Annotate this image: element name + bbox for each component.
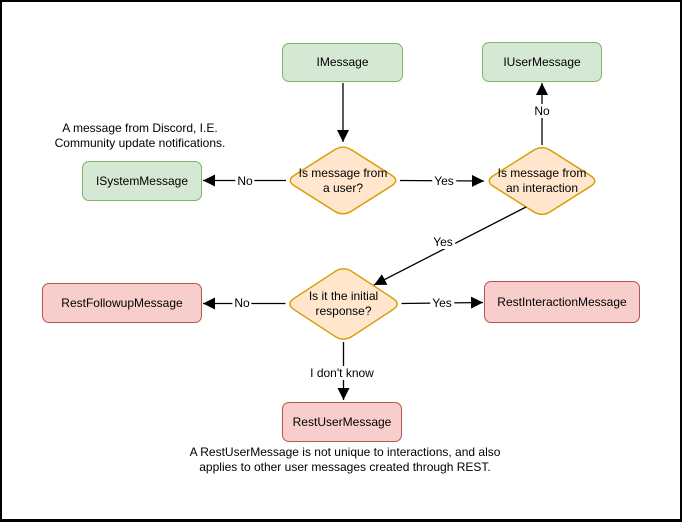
decision-shape-is-message-from-interaction — [488, 147, 596, 215]
node-imessage: IMessage — [282, 43, 403, 82]
edge-label-q3-yes: Yes — [430, 295, 454, 310]
edge-label-q2-no: No — [532, 104, 552, 118]
node-iusermessage: IUserMessage — [482, 42, 602, 82]
node-restinteractionmessage: RestInteractionMessage — [484, 281, 640, 323]
node-isystemmessage: ISystemMessage — [82, 161, 202, 201]
annotation-restuser-note: A RestUserMessage is not unique to inter… — [189, 445, 501, 474]
edge-label-q3-i-dont-know: I don't know — [308, 366, 376, 380]
decision-shape-is-message-from-user — [289, 146, 397, 215]
node-restfollowupmessage: RestFollowupMessage — [42, 283, 202, 323]
decision-is-message-from-interaction: Is message from an interaction — [497, 166, 587, 195]
decision-shape-is-initial-response — [289, 268, 398, 340]
node-restusermessage: RestUserMessage — [282, 402, 402, 442]
edge-label-q1-yes: Yes — [432, 174, 456, 188]
decision-is-message-from-user: Is message from a user? — [298, 165, 388, 195]
annotation-system-note: A message from Discord, I.E. Community u… — [54, 121, 226, 150]
edge-label-q3-no: No — [232, 296, 252, 310]
decision-is-initial-response: Is it the initial response? — [308, 289, 379, 318]
edge-label-q2-yes: Yes — [431, 235, 455, 249]
edge-label-q1-no: No — [235, 173, 255, 188]
